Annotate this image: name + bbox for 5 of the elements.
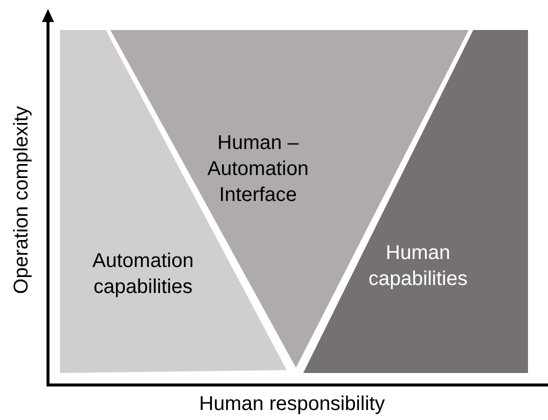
axis-title: Operation complexity	[10, 106, 34, 294]
region-label: Human – Automation Interface	[206, 131, 310, 208]
region-label: Human capabilities	[368, 241, 468, 292]
axis-title: Human responsibility	[199, 393, 385, 416]
region-label: Automation capabilities	[91, 249, 195, 300]
